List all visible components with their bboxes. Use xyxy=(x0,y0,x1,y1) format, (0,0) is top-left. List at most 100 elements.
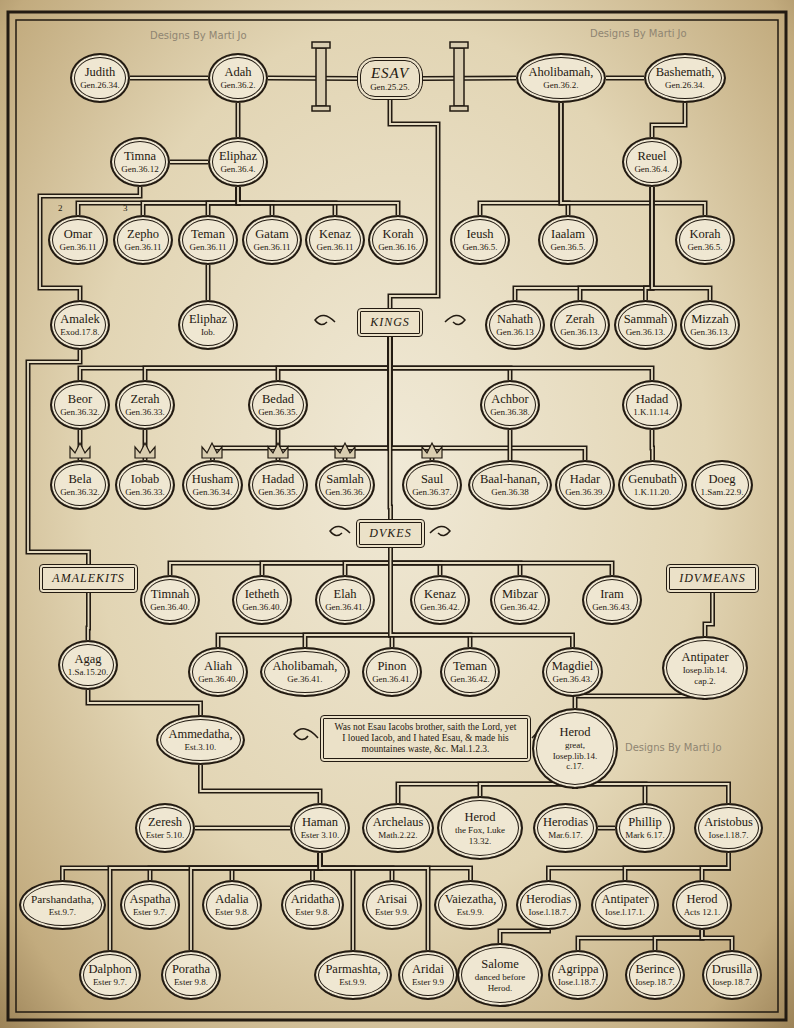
person-name: Herod xyxy=(544,725,606,740)
text-holder: Agag1.Sa.15.20. xyxy=(68,652,109,678)
person-circle: HerodiasMar.6.17. xyxy=(533,803,598,853)
person-circle: HadadGen.36.35. xyxy=(248,460,308,510)
scripture-reference: Gen.36.16. xyxy=(378,242,418,253)
person-circle: Parshandatha,Est.9.7. xyxy=(19,880,106,930)
scripture-reference: Iose.l.17.1. xyxy=(601,907,648,918)
scripture-reference: Gen.36.42. xyxy=(420,602,460,613)
person-circle: NahathGen.36.13 xyxy=(485,300,545,350)
person-circle: SamlahGen.36.36. xyxy=(315,460,375,510)
person-circle: Aholibamah,Gen.36.2. xyxy=(516,53,606,103)
text-holder: Baal-hanan,Gen.36.38 xyxy=(480,472,540,498)
person-name: Magdiel xyxy=(552,659,594,674)
text-holder: EliphazIob. xyxy=(189,312,227,338)
connector-outer xyxy=(578,930,702,950)
scripture-reference: Gen.36.41. xyxy=(325,602,365,613)
text-holder: AdaliaEster 9.8. xyxy=(215,892,249,918)
person-circle: Vaiezatha,Est.9.9. xyxy=(434,880,507,930)
lineage-connector xyxy=(213,337,391,460)
cartouche-title: DVKES xyxy=(369,526,411,541)
person-name: Zerah xyxy=(125,392,165,407)
person-circle: KenazGen.36.42. xyxy=(410,575,470,625)
lineage-connector xyxy=(88,593,90,640)
lineage-connector xyxy=(515,187,652,300)
person-circle: SaulGen.36.37. xyxy=(402,460,462,510)
connector-inner xyxy=(578,930,702,950)
person-name: Eliphaz xyxy=(189,312,227,327)
person-circle: ZerahGen.36.13. xyxy=(550,300,610,350)
scripture-reference: Gen.36.32. xyxy=(60,487,100,498)
person-circle: AmalekExod.17.8. xyxy=(50,300,110,350)
connector-outer xyxy=(423,76,516,82)
connector-outer xyxy=(606,76,644,81)
person-circle: PorathaEster 9.8. xyxy=(161,950,221,1000)
person-circle: KorahGen.36.5. xyxy=(675,215,735,265)
person-circle: PinonGen.36.41. xyxy=(362,647,422,697)
lineage-connector xyxy=(652,430,654,460)
scripture-reference: Gen.36.12 xyxy=(121,164,159,175)
scripture-reference: Iose.l.18.7. xyxy=(526,907,571,918)
cartouche-title: IDVMEANS xyxy=(679,571,746,586)
lineage-connector xyxy=(78,187,238,215)
person-name: Herod xyxy=(684,892,721,907)
person-circle: DrusillaIosep.18.7. xyxy=(702,950,762,1000)
connector-outer xyxy=(213,337,391,460)
connector-outer xyxy=(508,430,513,460)
person-circle: EliphazGen.36.4. xyxy=(208,137,268,187)
scripture-reference: 1.Sam.22.9. xyxy=(700,487,743,498)
person-name: Aliah xyxy=(198,659,238,674)
connector-outer xyxy=(575,696,705,708)
son-number: 3 xyxy=(123,203,128,213)
text-holder: HerodiasMar.6.17. xyxy=(543,815,588,841)
scripture-reference: Ester 3.10. xyxy=(301,830,340,841)
person-name: Aspatha xyxy=(130,892,171,907)
text-holder: HerodiasIose.l.18.7. xyxy=(526,892,571,918)
text-holder: AristobusIose.l.18.7. xyxy=(704,815,753,841)
person-circle: ArchelausMath.2.22. xyxy=(362,803,434,853)
lineage-connector xyxy=(652,103,685,137)
connector-inner xyxy=(651,430,653,460)
cartouche-title: ESAV xyxy=(370,64,410,82)
person-name: Mibzar xyxy=(500,587,540,602)
lineage-connector xyxy=(208,187,238,215)
scripture-reference: Ester 9.8. xyxy=(215,907,249,918)
lineage-connector xyxy=(170,162,208,163)
text-holder: ArchelausMath.2.22. xyxy=(373,815,424,841)
text-holder: ReuelGen.36.4. xyxy=(634,149,669,175)
connector-outer xyxy=(201,765,321,803)
text-holder: ArisaiEster 9.9. xyxy=(375,892,409,918)
scripture-reference: Gen.36.40. xyxy=(242,602,282,613)
person-name: Saul xyxy=(412,472,452,487)
connector-inner xyxy=(391,548,613,575)
text-holder: SamlahGen.36.36. xyxy=(325,472,365,498)
text-holder: AchborGen.36.38. xyxy=(490,392,530,418)
person-name: Iaalam xyxy=(550,227,585,242)
person-name: Achbor xyxy=(490,392,530,407)
person-name: Teman xyxy=(189,227,226,242)
title-cartouche: KINGS xyxy=(357,308,423,337)
connector-outer xyxy=(262,548,391,575)
scripture-reference: Gen.26.34. xyxy=(656,80,715,91)
text-holder: TimnaGen.36.12 xyxy=(121,149,159,175)
person-name: Dalphon xyxy=(88,962,131,977)
scripture-reference: Gen.36.33. xyxy=(125,407,165,418)
connector-outer xyxy=(652,103,685,137)
connector-inner xyxy=(262,548,391,575)
connector-inner xyxy=(549,853,729,880)
person-circle: BedadGen.36.35. xyxy=(248,380,308,430)
text-holder: Herodthe Fox, Luke 13.32. xyxy=(449,810,511,846)
lineage-connector xyxy=(391,548,573,647)
person-name: Antipater xyxy=(674,650,736,665)
text-holder: IethethGen.36.40. xyxy=(242,587,282,613)
scripture-reference: Iosep.lib.14. cap.2. xyxy=(674,665,736,686)
scripture-reference: Gen.36.42. xyxy=(500,602,540,613)
scripture-reference: Gen.36.11 xyxy=(189,242,226,253)
person-name: Nahath xyxy=(496,312,534,327)
connector-inner xyxy=(237,103,239,137)
text-holder: AliahGen.36.40. xyxy=(198,659,238,685)
scripture-reference: Gen.36.41. xyxy=(372,674,412,685)
lineage-connector xyxy=(549,853,729,880)
scripture-reference: Iose.l.18.7. xyxy=(558,977,599,988)
connector-outer xyxy=(143,187,238,215)
connector-inner xyxy=(509,430,511,460)
text-holder: KINGS xyxy=(370,315,410,330)
